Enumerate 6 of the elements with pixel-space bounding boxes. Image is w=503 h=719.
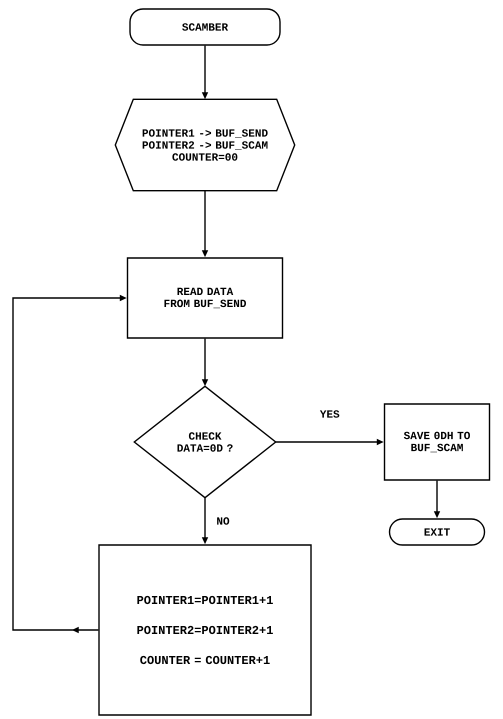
process-box: SAVE 0DH TO BUF_SCAM bbox=[384, 403, 490, 481]
edge-label: NO bbox=[215, 516, 231, 526]
process-box: POINTER1=POINTER1+1 POINTER2=POINTER2+1 COUNTER = COUNTER+1 bbox=[98, 544, 312, 716]
edge-label: YES bbox=[318, 409, 341, 419]
process-box: READ DATA FROM BUF_SEND bbox=[126, 257, 284, 339]
preparation-hexagon: POINTER1 -> BUF_SEND POINTER2 -> BUF_SCAM COUNTER=00 bbox=[114, 98, 296, 192]
